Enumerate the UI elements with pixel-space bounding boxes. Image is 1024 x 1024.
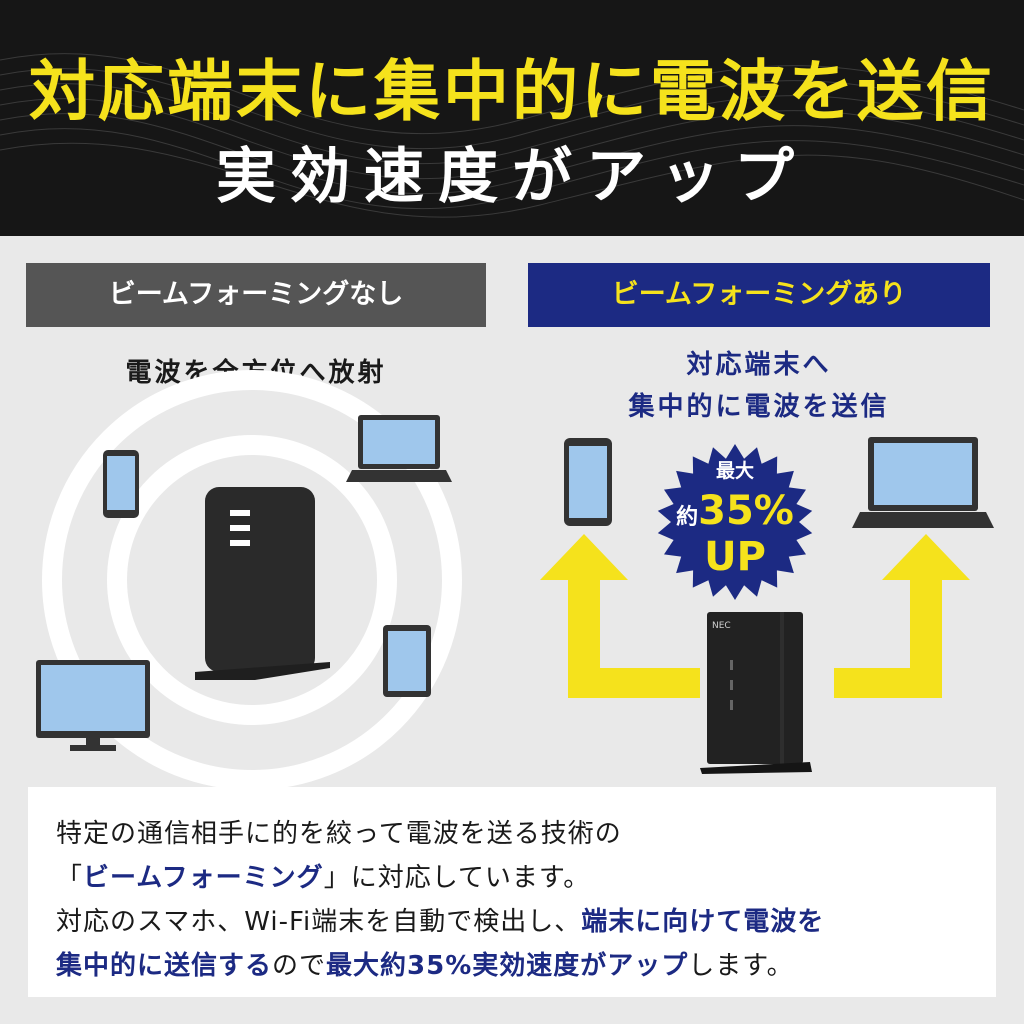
desc-line4-d: します。: [688, 951, 794, 981]
router-icon: NEC: [700, 612, 812, 774]
arrow-left-icon: [540, 534, 700, 698]
arrow-right-icon: [834, 534, 970, 698]
monitor-icon: [36, 660, 150, 751]
subtitle-focused-line2: 集中的に電波を送信: [628, 392, 890, 422]
desc-line2-rest: 」に対応しています。: [323, 863, 591, 893]
label-without-beamforming: ビームフォーミングなし: [26, 263, 486, 327]
desc-line3-b: 端末に向けて電波を: [581, 907, 825, 937]
headline-sub: 実効速度がアップ: [216, 142, 808, 212]
desc-line4-b: ので: [272, 951, 327, 981]
desc-line1: 特定の通信相手に的を絞って電波を送る技術の: [56, 819, 622, 849]
badge-prefix: 約: [676, 505, 699, 530]
badge-value-row: 約35%: [660, 488, 810, 534]
desc-line4-c: 最大約35%実効速度がアップ: [326, 951, 689, 981]
router-logo: NEC: [712, 621, 731, 631]
radiation-rings: [42, 370, 462, 790]
router-icon: [195, 487, 330, 680]
desc-open-bracket: 「: [56, 863, 84, 893]
wave-lines-decoration: [0, 53, 1024, 218]
desc-line3: 対応のスマホ、Wi-Fi端末を自動で検出し、端末に向けて電波を: [56, 901, 824, 938]
desc-line3-a: 対応のスマホ、Wi-Fi端末を自動で検出し、: [56, 907, 582, 937]
desc-line4-a: 集中的に送信する: [56, 951, 273, 981]
desc-term: ビームフォーミング: [83, 863, 324, 893]
smartphone-icon: [564, 438, 612, 526]
smartphone-icon: [103, 450, 139, 518]
desc-line4: 集中的に送信するので最大約35%実効速度がアップします。: [56, 945, 794, 982]
subtitle-focused: 対応端末へ 集中的に電波を送信: [528, 344, 990, 428]
tablet-icon: [383, 625, 431, 697]
badge-percentage: 35%: [698, 488, 794, 534]
description-box: 特定の通信相手に的を絞って電波を送る技術の 「ビームフォーミング」に対応していま…: [28, 787, 996, 997]
badge-max-label: 最大: [715, 460, 754, 482]
subtitle-focused-line1: 対応端末へ: [686, 350, 832, 380]
laptop-icon: [852, 437, 994, 528]
headline-main: 対応端末に集中的に電波を送信: [29, 53, 995, 130]
header-banner: 対応端末に集中的に電波を送信 実効速度がアップ: [0, 0, 1024, 236]
badge-up-label: UP: [704, 534, 766, 580]
speed-badge: [657, 444, 813, 600]
label-with-beamforming: ビームフォーミングあり: [528, 263, 990, 327]
desc-line2: 「ビームフォーミング」に対応しています。: [56, 857, 590, 894]
laptop-icon: [346, 415, 452, 482]
